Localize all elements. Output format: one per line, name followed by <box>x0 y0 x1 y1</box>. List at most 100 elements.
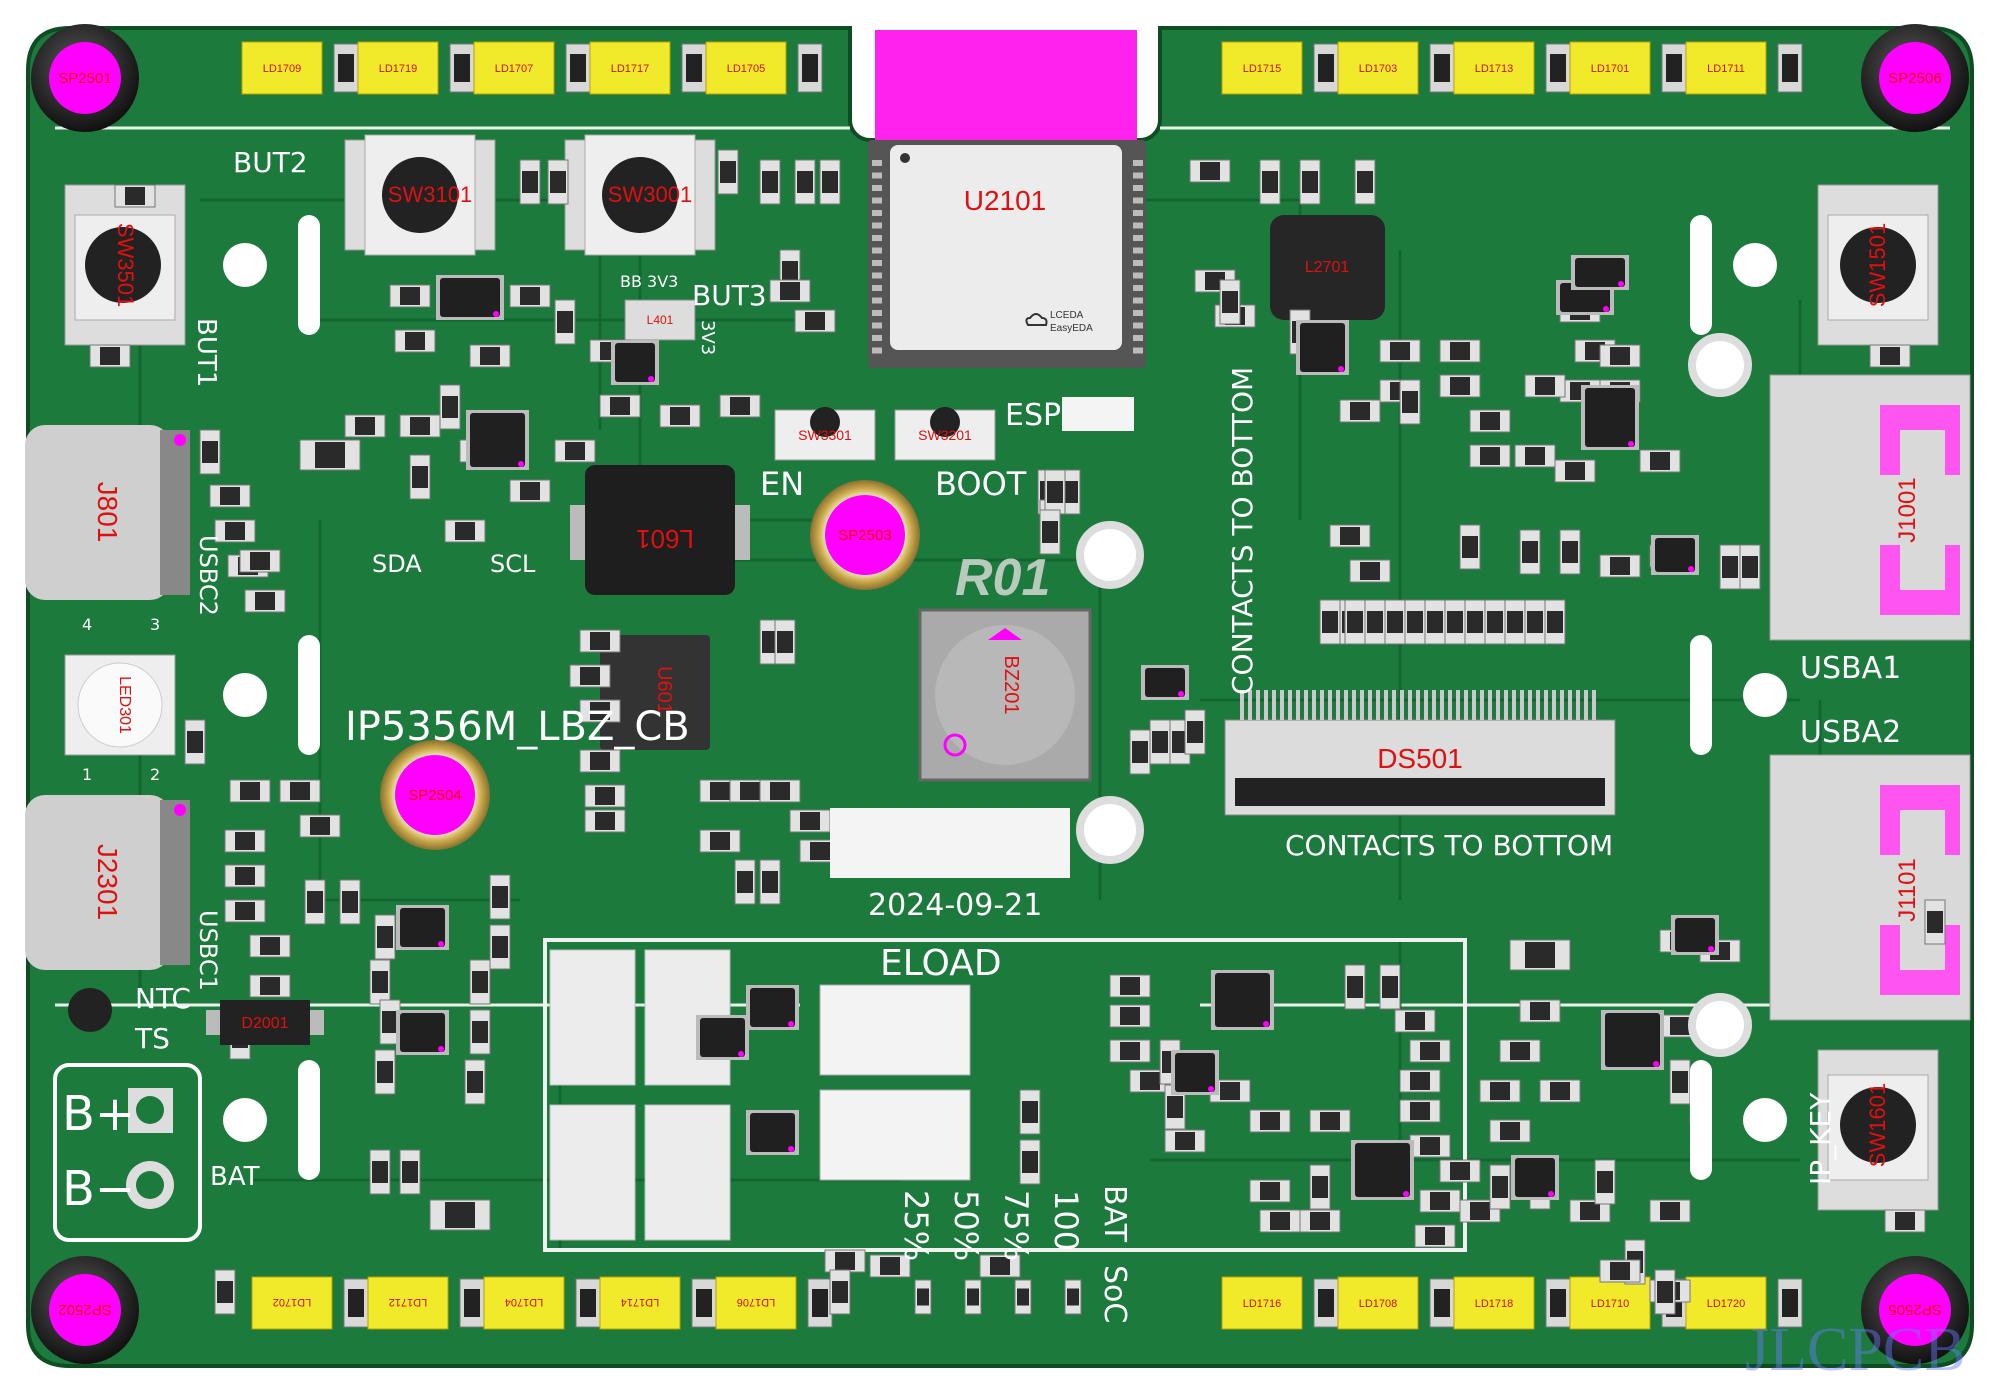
smd-part <box>1409 1134 1451 1158</box>
smd-part <box>1484 599 1506 645</box>
smd-part <box>1339 399 1381 423</box>
label-bat-soc-2: SoC <box>1097 1265 1132 1323</box>
smd-part <box>224 864 266 888</box>
rgb-led <box>64 654 176 756</box>
smd-part <box>1394 1009 1436 1033</box>
led-label: LD1711 <box>1707 63 1745 75</box>
led-label: LD1708 <box>1359 1298 1398 1310</box>
smd-part <box>389 284 431 308</box>
smd-part <box>769 279 811 303</box>
refdes-sp2503: SP2503 <box>838 527 891 544</box>
label-cc-2: 2 <box>150 765 160 784</box>
display-connector <box>1224 690 1616 816</box>
smd-part <box>1344 964 1366 1010</box>
smd-part <box>1259 1209 1301 1233</box>
smd-part <box>1519 529 1541 575</box>
led-label: LD1707 <box>495 63 534 75</box>
smd-part <box>464 1059 486 1105</box>
led-label: LD1720 <box>1707 1298 1746 1310</box>
smd-part <box>1384 599 1406 645</box>
label-bat: BAT <box>210 1162 260 1192</box>
smd-part <box>759 859 781 905</box>
smd-part <box>519 159 541 205</box>
refdes-j1101: J1101 <box>1894 858 1921 922</box>
ic-package <box>746 985 799 1030</box>
refdes-u601: U601 <box>653 666 675 714</box>
smd-part <box>1399 1069 1441 1093</box>
refdes-sp2505: SP2505 <box>1888 1301 1941 1318</box>
ic-package <box>1211 970 1274 1030</box>
smd-part <box>444 519 486 543</box>
smd-part <box>1519 999 1561 1023</box>
led-label: LD1719 <box>379 63 418 75</box>
module-brand-1: LCEDA <box>1050 310 1084 321</box>
smd-part <box>774 619 796 665</box>
board-revision: R01 <box>955 549 1050 607</box>
smd-part <box>1559 529 1581 575</box>
smd-part <box>399 414 441 438</box>
smd-part <box>199 429 221 475</box>
smd-part <box>409 454 431 500</box>
smd-part <box>659 404 701 428</box>
label-bb3v3: BB 3V3 <box>620 272 678 291</box>
led-label: LD1718 <box>1475 1298 1514 1310</box>
smd-part <box>489 874 511 920</box>
smd-part <box>1654 1269 1676 1315</box>
smd-part <box>299 439 361 471</box>
smd-part <box>1489 1119 1531 1143</box>
smd-part <box>1469 409 1511 433</box>
refdes-l601: L601 <box>636 524 694 554</box>
smd-part <box>759 159 781 205</box>
smd-part <box>569 664 611 688</box>
led-ld1717: LD1717 <box>589 41 707 95</box>
smd-part <box>224 899 266 923</box>
smd-part <box>1884 1209 1926 1233</box>
smd-part <box>554 299 576 345</box>
watermark: JLCPCB <box>1745 1316 1966 1384</box>
ic-package <box>1651 535 1699 575</box>
smd-part <box>699 829 741 853</box>
smd-part <box>374 1049 396 1095</box>
label-50pct: 50% <box>947 1190 985 1261</box>
label-ts: TS <box>134 1022 170 1055</box>
smd-part <box>1399 1099 1441 1123</box>
eload-area <box>543 938 1467 1252</box>
label-bminus: B− <box>62 1161 135 1217</box>
refdes-l401: L401 <box>647 313 674 327</box>
module-brand-2: EasyEDA <box>1050 323 1093 334</box>
ic-package <box>396 905 449 950</box>
smd-part <box>1869 344 1911 368</box>
smd-part <box>1414 1224 1456 1248</box>
smd-part <box>379 999 401 1045</box>
smd-part <box>184 719 206 765</box>
led-ld1708: LD1708 <box>1337 1276 1455 1330</box>
refdes-led301: LED301 <box>116 676 133 734</box>
smd-part <box>1109 1039 1151 1063</box>
smd-part <box>344 414 386 438</box>
led-label: LD1714 <box>621 1296 660 1308</box>
label-75pct: 75% <box>997 1190 1035 1261</box>
refdes-bz201: BZ201 <box>1000 656 1022 715</box>
esp-module <box>868 30 1146 368</box>
smd-part <box>579 749 621 773</box>
smd-part <box>1149 719 1171 765</box>
usb-a-connectors <box>1769 374 1971 1021</box>
smd-part <box>1019 1139 1041 1185</box>
smd-part <box>1479 1079 1521 1103</box>
smd-part <box>1309 1109 1351 1133</box>
smd-part <box>1719 544 1741 590</box>
label-but3: BUT3 <box>692 279 767 312</box>
smd-part <box>509 479 551 503</box>
label-bplus: B+ <box>62 1086 135 1142</box>
ic-package <box>1671 915 1719 955</box>
label-usba1: USBA1 <box>1800 651 1901 686</box>
usb-c-connectors <box>25 425 190 970</box>
refdes-j801: J801 <box>92 482 123 543</box>
led-label: LD1704 <box>505 1296 544 1308</box>
smd-part <box>1409 1039 1451 1063</box>
smd-part <box>759 779 801 803</box>
smd-part <box>1299 1209 1341 1233</box>
ic-package <box>466 410 529 470</box>
smd-part <box>1669 1059 1691 1105</box>
